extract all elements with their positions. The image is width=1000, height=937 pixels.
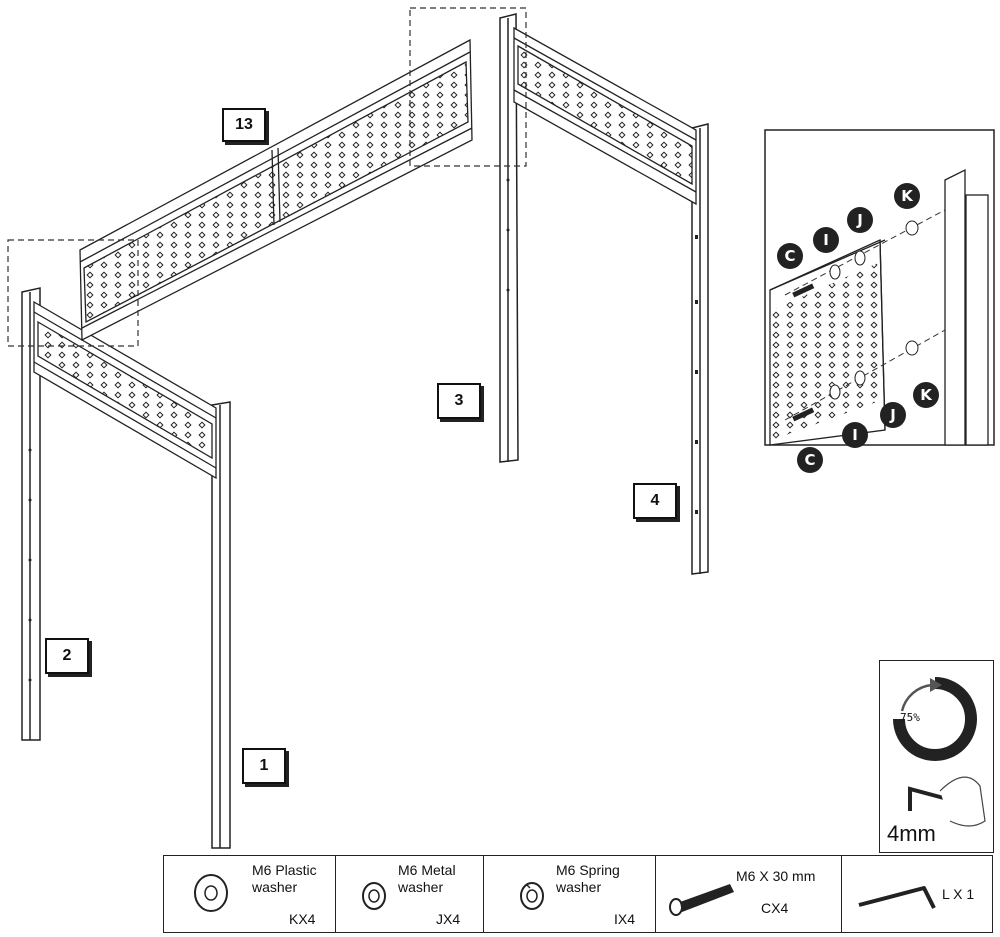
badge-j: J	[847, 207, 873, 233]
post-label-4: 4	[633, 483, 677, 519]
part-qty: KX4	[289, 911, 316, 927]
left-end-panel	[33, 300, 217, 480]
part-qty: JX4	[436, 911, 461, 927]
part-qty: CX4	[761, 900, 789, 916]
badge-i-lower: I	[842, 422, 868, 448]
part-name: L X 1	[942, 886, 975, 902]
post-1	[211, 401, 231, 849]
post-holes	[28, 178, 698, 682]
post-2	[21, 287, 41, 741]
badge-j-lower: J	[880, 402, 906, 428]
badge-letter: K	[901, 187, 913, 205]
part-cell-spring-washer: M6 Spring washer IX4	[484, 856, 656, 932]
tool-panel: 75% 4mm	[879, 660, 994, 853]
badge-letter: I	[823, 231, 829, 249]
callout-box-right	[409, 7, 527, 167]
part-name: M6 Plastic washer	[252, 862, 317, 895]
badge-letter: J	[890, 406, 896, 424]
post-label-1: 1	[242, 748, 286, 784]
badge-letter: C	[784, 247, 796, 265]
part-name: M6 Metal washer	[398, 862, 456, 895]
badge-letter: K	[920, 386, 932, 404]
torque-value: 75%	[900, 711, 920, 724]
post-label-3: 3	[437, 383, 481, 419]
post-3	[499, 13, 519, 463]
allen-key-icon	[858, 886, 936, 909]
part-name: M6 X 30 mm	[736, 868, 816, 884]
detail-inset	[764, 129, 995, 446]
bolt-icon	[669, 884, 734, 916]
part-name: M6 Spring washer	[556, 862, 620, 895]
parts-table: M6 Plastic washer KX4 M6 Metal washer JX…	[163, 855, 993, 933]
part-cell-allen-key: L X 1	[842, 856, 992, 932]
part-cell-plastic-washer: M6 Plastic washer KX4	[164, 856, 336, 932]
torque-dial-icon	[892, 676, 986, 827]
badge-letter: J	[857, 211, 863, 229]
callout-box-left	[7, 239, 139, 347]
metal-washer-icon	[362, 882, 386, 910]
badge-c: C	[777, 243, 803, 269]
badge-k-lower: K	[913, 382, 939, 408]
part-qty: IX4	[614, 911, 636, 927]
post-number: 2	[62, 647, 72, 664]
badge-i: I	[813, 227, 839, 253]
plastic-washer-icon	[194, 874, 228, 912]
badge-letter: C	[804, 451, 816, 469]
tool-size: 4mm	[887, 821, 936, 846]
step-number-box: 13	[222, 108, 266, 142]
badge-c-lower: C	[797, 447, 823, 473]
right-end-panel	[513, 26, 697, 206]
post-number: 1	[259, 757, 269, 774]
part-cell-bolt: M6 X 30 mm CX4	[656, 856, 842, 932]
step-number: 13	[235, 116, 253, 133]
post-label-2: 2	[45, 638, 89, 674]
badge-letter: I	[852, 426, 858, 444]
spring-washer-icon	[520, 882, 544, 910]
post-number: 3	[454, 392, 464, 409]
badge-k: K	[894, 183, 920, 209]
post-number: 4	[650, 492, 660, 509]
part-cell-metal-washer: M6 Metal washer JX4	[336, 856, 484, 932]
side-rail-13	[79, 38, 473, 342]
